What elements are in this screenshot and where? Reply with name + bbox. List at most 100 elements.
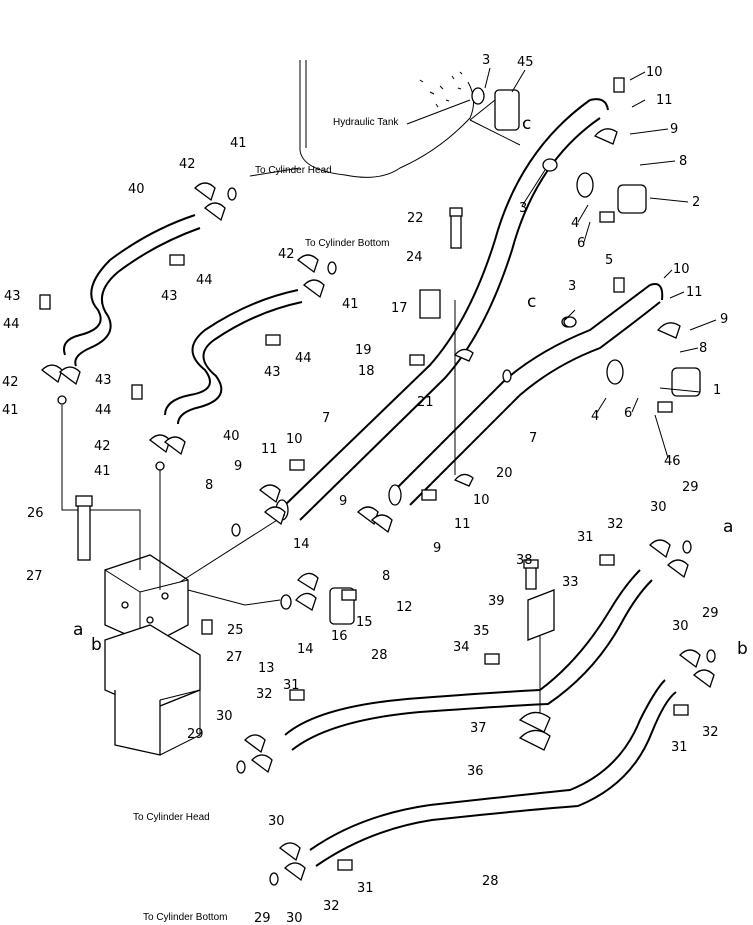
callout: 10 (673, 262, 690, 277)
callout: 39 (488, 594, 505, 609)
callout: 8 (699, 341, 707, 356)
callout: 37 (470, 721, 487, 736)
letter-b-right: b (737, 639, 748, 659)
labels: Hydraulic Tank To Cylinder Head To Cylin… (133, 117, 399, 923)
callout: 10 (473, 493, 490, 508)
fittings (41, 87, 716, 886)
callout: 8 (382, 569, 390, 584)
callout: 9 (433, 541, 441, 556)
hose-40-upper (63, 214, 201, 367)
label-to-cylinder-bottom-top: To Cylinder Bottom (305, 238, 389, 249)
label-hydraulic-tank: Hydraulic Tank (333, 117, 399, 128)
callout: 43 (4, 289, 21, 304)
callout: 17 (391, 301, 408, 316)
callout: 40 (128, 182, 145, 197)
callout: 13 (258, 661, 275, 676)
callout: 43 (95, 373, 112, 388)
callout: 40 (223, 429, 240, 444)
callout: 7 (529, 431, 537, 446)
callout: 31 (357, 881, 374, 896)
callout: 44 (3, 317, 20, 332)
callout: 14 (297, 642, 314, 657)
tank-hose-left (275, 98, 609, 521)
hydraulic-tank (299, 60, 474, 178)
callout: 41 (230, 136, 247, 151)
callout: 42 (278, 247, 295, 262)
leader-lines (61, 91, 541, 730)
callout: 29 (254, 911, 271, 925)
callout: 28 (371, 648, 388, 663)
callout: 32 (256, 687, 273, 702)
tank-hose-right (388, 283, 664, 506)
callout: 30 (672, 619, 689, 634)
callout: 29 (187, 727, 204, 742)
callout: 8 (205, 478, 213, 493)
valve-block (104, 554, 201, 756)
callout: 11 (454, 517, 471, 532)
callout: 44 (95, 403, 112, 418)
callout: 29 (702, 606, 719, 621)
callout: 41 (342, 297, 359, 312)
callout: 30 (650, 500, 667, 515)
callout: 30 (286, 911, 303, 925)
callout: 33 (562, 575, 579, 590)
callout: 35 (473, 624, 490, 639)
callout: 4 (571, 216, 579, 231)
bolts (39, 77, 689, 871)
callout: 44 (196, 273, 213, 288)
callout: 5 (605, 253, 613, 268)
callout: 25 (227, 623, 244, 638)
callout: 36 (467, 764, 484, 779)
callout: 19 (355, 343, 372, 358)
callout: 45 (517, 55, 534, 70)
callouts: 1 2 3 3 3 4 4 5 6 6 7 7 8 8 8 8 9 9 9 9 … (2, 53, 728, 925)
callout: 41 (94, 464, 111, 479)
callout: 11 (261, 442, 278, 457)
callout-leaders (484, 67, 717, 459)
callout: 20 (496, 466, 513, 481)
letter-b-left: b (91, 635, 102, 655)
callout: 3 (519, 201, 527, 216)
callout: 43 (264, 365, 281, 380)
callout: 43 (161, 289, 178, 304)
callout: 14 (293, 537, 310, 552)
callout: 15 (356, 615, 373, 630)
callout: 42 (2, 375, 19, 390)
callout: 2 (692, 195, 700, 210)
callout: 32 (702, 725, 719, 740)
callout: 44 (295, 351, 312, 366)
callout: 27 (226, 650, 243, 665)
label-to-cylinder-head-top: To Cylinder Head (255, 165, 332, 176)
callout: 30 (268, 814, 285, 829)
callout: 6 (624, 406, 632, 421)
letter-c-mid: c (527, 292, 536, 312)
callout: 3 (482, 53, 490, 68)
callout: 42 (94, 439, 111, 454)
callout: 22 (407, 211, 424, 226)
callout: 21 (417, 395, 434, 410)
callout: 30 (216, 709, 233, 724)
hose-28-upper (284, 569, 653, 751)
callout: 27 (26, 569, 43, 584)
callout: 38 (516, 553, 533, 568)
callout: 41 (2, 403, 19, 418)
label-to-cylinder-bottom-bottom: To Cylinder Bottom (143, 912, 227, 923)
callout: 26 (27, 506, 44, 521)
callout: 4 (591, 409, 599, 424)
hose-28-lower (309, 679, 677, 867)
callout: 10 (646, 65, 663, 80)
callout: 32 (323, 899, 340, 914)
letter-a-left: a (73, 620, 83, 640)
callout: 6 (577, 236, 585, 251)
callout: 1 (713, 383, 721, 398)
letter-a-right: a (723, 517, 733, 537)
callout: 16 (331, 629, 348, 644)
callout: 31 (577, 530, 594, 545)
callout: 3 (568, 279, 576, 294)
callout: 24 (406, 250, 423, 265)
callout: 9 (234, 459, 242, 474)
callout: 42 (179, 157, 196, 172)
callout: 8 (679, 154, 687, 169)
letter-c-top: c (522, 114, 531, 134)
